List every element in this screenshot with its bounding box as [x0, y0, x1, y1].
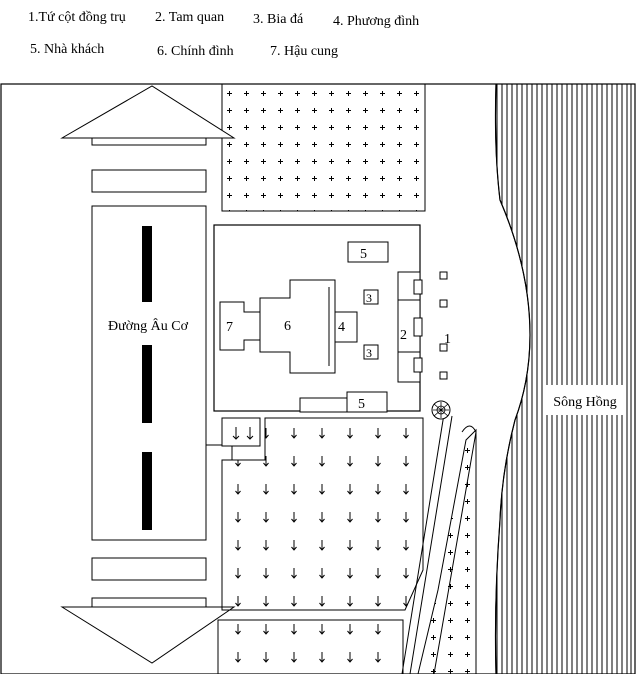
path-diagonal-2 [409, 415, 453, 674]
gate-arrows [232, 427, 254, 440]
path-diagonal-1 [401, 413, 445, 674]
triple-gate-door [413, 317, 423, 337]
label-4: 4 [338, 320, 345, 335]
label-6: 6 [284, 319, 291, 334]
road-label-bg [100, 314, 196, 336]
road-dash-2 [142, 345, 152, 423]
road-label: Đường Âu Cơ [108, 317, 189, 334]
road-dash-1 [142, 226, 152, 302]
path-diagonal-3 [433, 425, 477, 674]
river-label-bg [545, 385, 625, 415]
label-5-bottom: 5 [358, 397, 365, 412]
garden-bottom-strip [217, 619, 404, 674]
legend-item-5: 5. Nhà khách [30, 42, 105, 57]
garden-riverside [417, 428, 477, 674]
legend-item-3: 3. Bia đá [253, 12, 304, 27]
guest-house-bottom-head [346, 391, 388, 413]
road-dash-3 [142, 452, 152, 530]
stele-bottom [363, 344, 379, 360]
label-1: 1 [444, 332, 451, 347]
road-bar-top [91, 169, 207, 193]
gate-house [221, 417, 261, 447]
legend-item-7: 7. Hậu cung [270, 44, 339, 59]
main-hall [259, 279, 336, 374]
river-area [495, 83, 632, 674]
triple-gate-side-top [413, 279, 423, 295]
pillar-3 [439, 343, 448, 352]
river-label: Sông Hồng [553, 395, 616, 410]
road-arrow-bottom-stem [91, 597, 207, 607]
label-7: 7 [226, 320, 233, 335]
garden-bottom [221, 417, 424, 611]
garden-top [221, 83, 426, 212]
legend-item-2: 2. Tam quan [155, 10, 225, 25]
legend-item-1: 1.Tứ cột đồng trụ [28, 10, 126, 25]
road-arrow-top [60, 85, 236, 139]
pillar-1 [439, 271, 448, 280]
legend-item-6: 6. Chính đình [157, 44, 234, 59]
guest-house-top [347, 241, 389, 263]
pavilion [334, 311, 358, 343]
label-5-top: 5 [360, 247, 367, 262]
legend-item-4: 4. Phương đình [333, 14, 420, 29]
road-bar-bottom [91, 557, 207, 581]
stele-top [363, 289, 379, 305]
triple-gate-side-bottom [413, 357, 423, 373]
pillar-2 [439, 299, 448, 308]
pillar-4 [439, 371, 448, 380]
label-2: 2 [400, 328, 407, 343]
road-arrow-bottom [60, 606, 236, 664]
label-3-top: 3 [366, 291, 372, 305]
road-arrow-top-stem [91, 138, 207, 146]
tree-icon [431, 400, 451, 420]
label-3-bottom: 3 [366, 346, 372, 360]
river-bank [494, 83, 531, 674]
